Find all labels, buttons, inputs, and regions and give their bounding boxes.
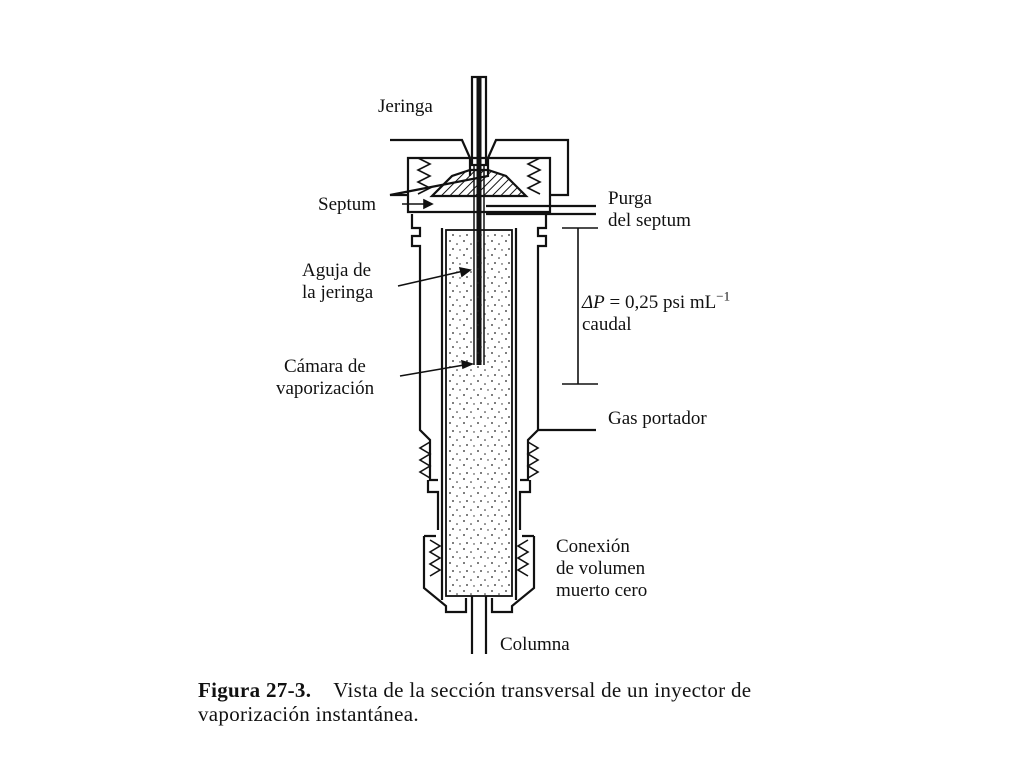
column-tube [470, 596, 488, 654]
label-camara-line1: Cámara de [284, 356, 366, 377]
zero-dead-volume-fitting [422, 534, 536, 614]
pressure-drop-bracket [562, 227, 598, 385]
leader-arrows [397, 198, 475, 377]
label-gas-portador: Gas portador [608, 408, 707, 429]
label-aguja-line2: la jeringa [302, 282, 374, 303]
pressure-drop-symbol: ΔP [582, 292, 605, 313]
side-lines [486, 204, 596, 432]
caption-text-line2: vaporización instantánea. [198, 702, 419, 726]
label-pressure-drop: ΔP = 0,25 psi mL−1 [582, 288, 731, 314]
pressure-drop-value: = 0,25 psi mL [604, 292, 717, 313]
label-conexion-line3: muerto cero [556, 580, 648, 601]
label-camara-line2: vaporización [276, 378, 375, 399]
caption-line1: Figura 27-3. Vista de la sección transver… [198, 678, 898, 702]
label-conexion-line1: Conexión [556, 536, 630, 557]
caption-text-line1: Vista de la sección transversal de un in… [333, 678, 752, 702]
vaporization-chamber [445, 229, 513, 597]
label-aguja-line1: Aguja de [302, 260, 372, 281]
label-caudal: caudal [582, 314, 632, 335]
septum-disc [429, 168, 529, 198]
label-septum: Septum [318, 194, 377, 215]
label-columna: Columna [500, 634, 570, 655]
pressure-drop-exponent: −1 [716, 288, 731, 304]
top-cap [389, 138, 570, 197]
label-purga-line1: Purga [608, 188, 652, 209]
figure-caption: Figura 27-3. Vista de la sección transver… [198, 678, 898, 726]
label-jeringa: Jeringa [378, 96, 433, 117]
caption-number: Figura 27-3. [198, 678, 312, 702]
label-purga-line2: del septum [608, 210, 691, 231]
label-conexion-line2: de volumen [556, 558, 646, 579]
